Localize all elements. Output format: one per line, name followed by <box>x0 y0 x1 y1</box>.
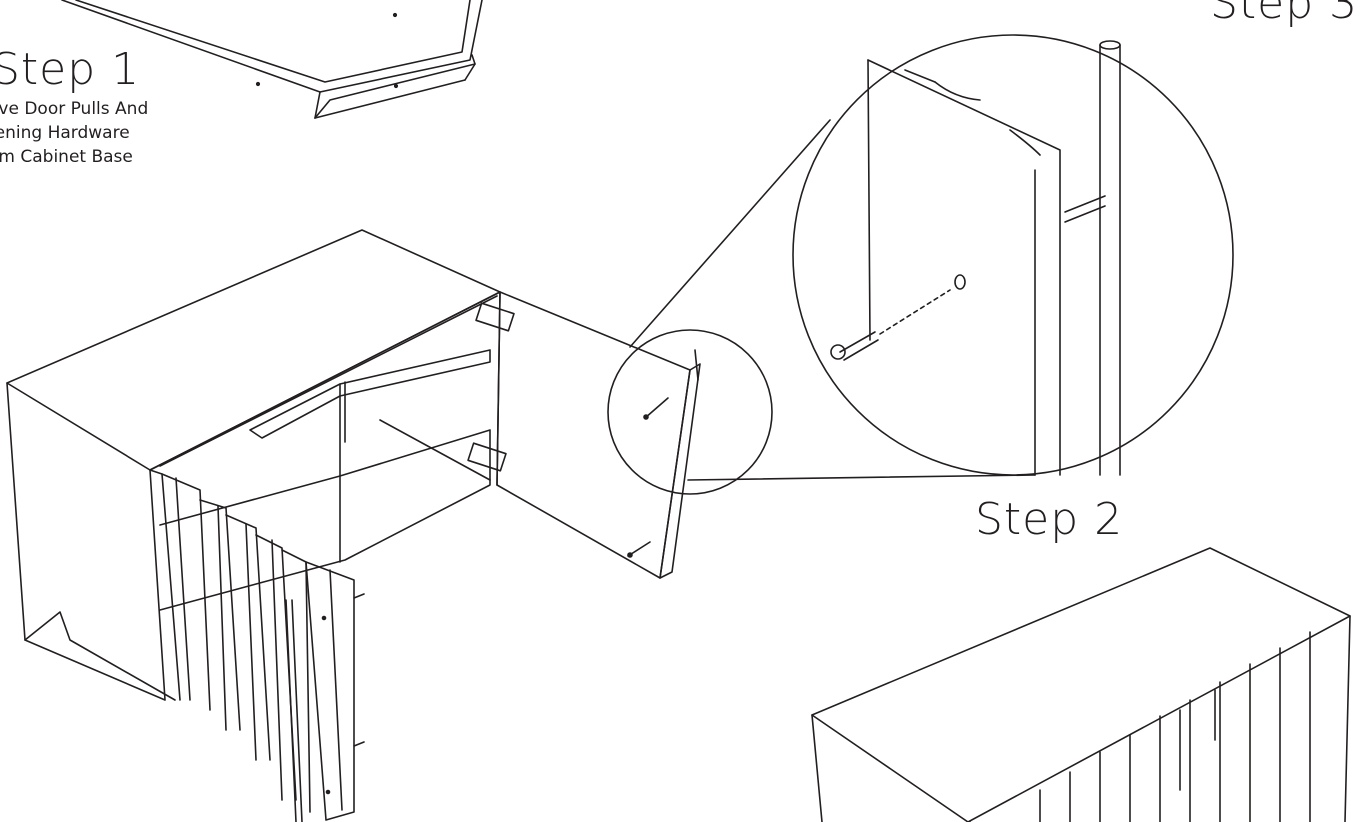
step1-description-line: ove Door Pulls And <box>0 99 149 119</box>
step3-cabinet <box>811 547 1351 822</box>
cabinet-with-open-door <box>6 229 701 822</box>
step1-description-line: tening Hardware <box>0 123 130 143</box>
step3-title: Step 3 <box>1210 0 1359 29</box>
step2-title: Step 2 <box>975 494 1124 545</box>
step1-title: Step 1 <box>0 44 141 95</box>
step1-cabinet-fragment <box>61 0 483 119</box>
step1-description: ove Door Pulls And tening Hardware om Ca… <box>0 97 148 169</box>
step1-description-line: om Cabinet Base <box>0 147 133 167</box>
zoom-callout <box>607 34 1234 495</box>
